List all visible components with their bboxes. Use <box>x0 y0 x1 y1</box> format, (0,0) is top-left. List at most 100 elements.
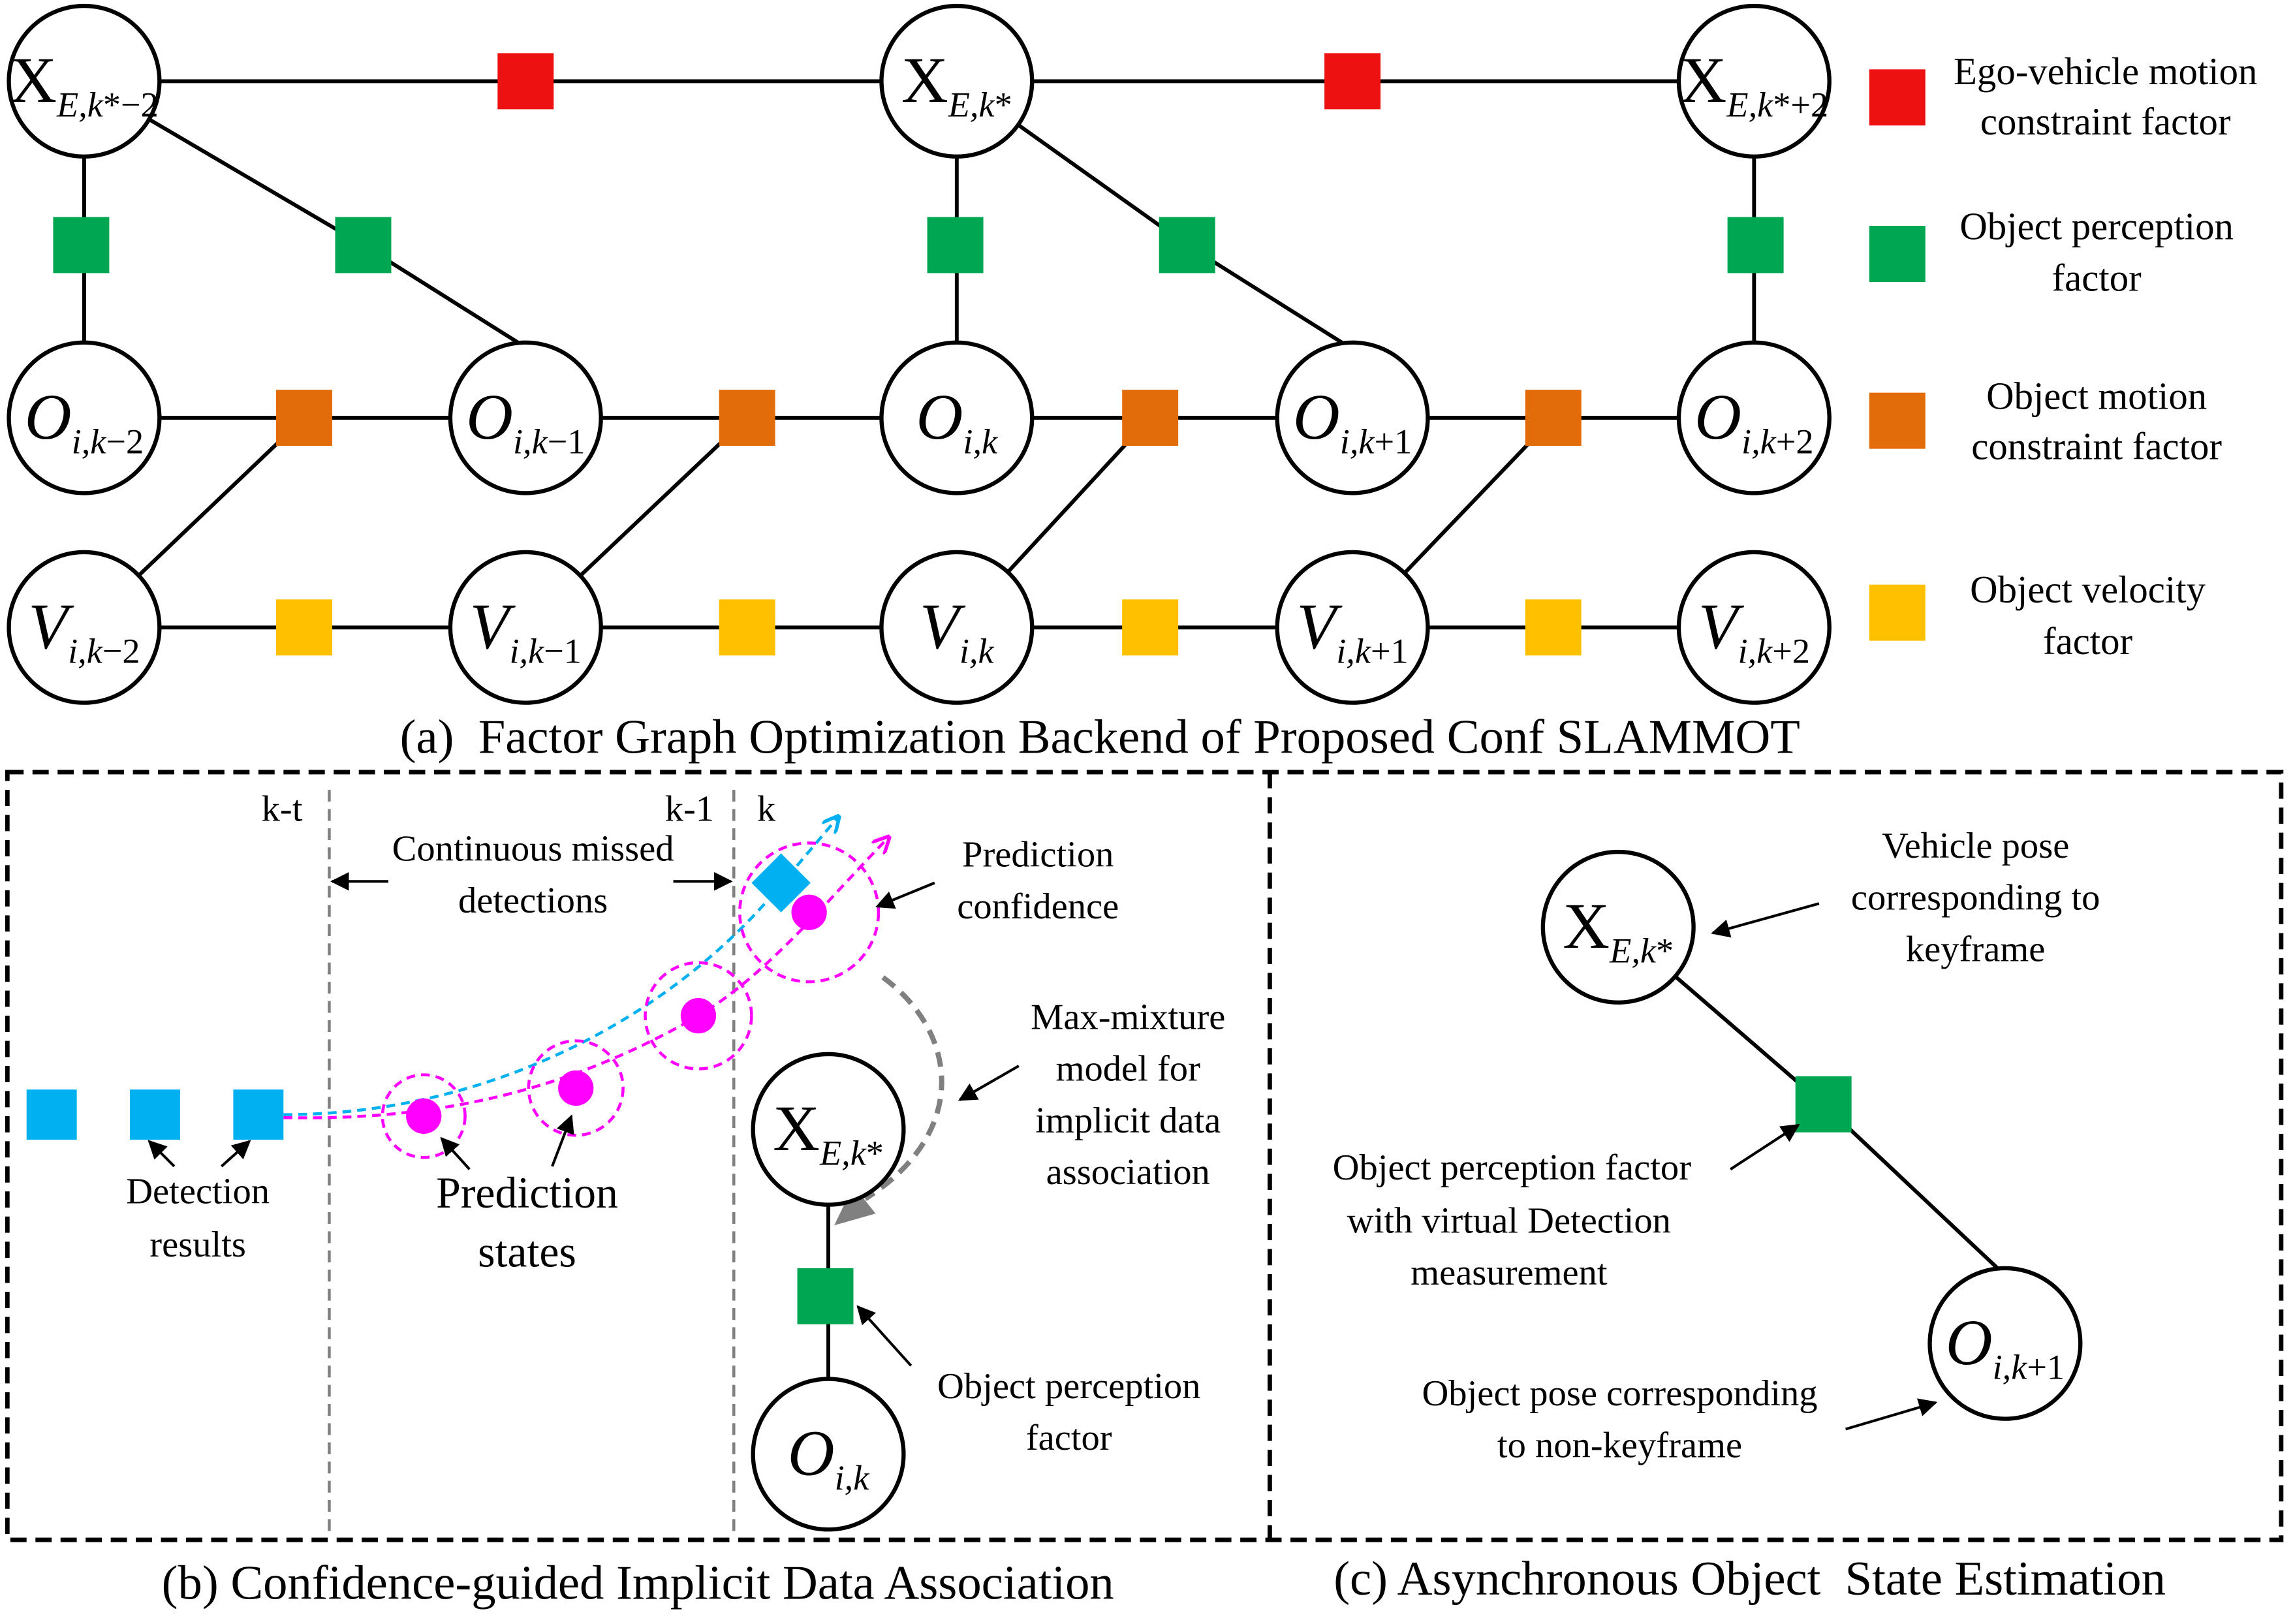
panel-b-caption: (b) Confidence-guided Implicit Data Asso… <box>162 1556 1114 1610</box>
object-pose-label: to non-keyframe <box>1497 1425 1742 1465</box>
max-mixture-label: implicit data <box>1035 1101 1221 1141</box>
max-mixture-label: association <box>1046 1152 1210 1193</box>
object-motion-factor <box>1122 390 1179 446</box>
time-label-k-t: k-t <box>262 789 303 830</box>
perception-factor <box>335 217 392 273</box>
node-label: Oi,k <box>916 381 999 461</box>
prediction-state <box>791 894 827 930</box>
prediction-state <box>680 997 717 1034</box>
legend-swatch <box>1869 392 1926 449</box>
node-circle <box>879 550 1035 705</box>
prediction-confidence-ring <box>381 1073 467 1159</box>
detection-diamond <box>751 853 811 913</box>
detection-trajectory <box>283 817 839 1116</box>
node-label: Vi,k+2 <box>1698 590 1810 671</box>
node-object-pose-kp1: Oi,k+1 <box>1275 340 1430 495</box>
legend-item-velocity: Object velocity factor <box>1869 569 2206 663</box>
panel-a-factors <box>53 53 1784 656</box>
node-ego-pose-keyframe: XE,k* <box>1540 849 1696 1005</box>
panel-a-caption: (a) Factor Graph Optimization Backend of… <box>400 710 1800 764</box>
node-circle <box>448 550 603 705</box>
object-motion-factor <box>276 390 332 446</box>
node-object-pose-k: Oi,k <box>751 1377 906 1532</box>
legend: Ego-vehicle motion constraint factor Obj… <box>1869 50 2257 663</box>
node-circle <box>1275 550 1430 705</box>
prediction-states-arrow <box>551 1114 574 1167</box>
legend-swatch <box>1869 584 1926 641</box>
prediction-confidence-ring <box>527 1039 625 1137</box>
legend-label: Ego-vehicle motion <box>1954 50 2257 93</box>
node-circle <box>751 1377 906 1532</box>
virtual-perception-factor-label: measurement <box>1411 1253 1608 1293</box>
panel-c-async-estimation: XE,k* Oi,k+1 Vehicle pose corresponding … <box>1333 826 2166 1606</box>
perception-factor <box>53 217 110 273</box>
panel-a-nodes: XE,k*−2 XE,k* XE,k*+2 Oi,k−2 Oi,k−1 Oi <box>7 3 1832 705</box>
object-pose-arrow <box>1845 1398 1938 1431</box>
node-object-velocity-km2: Vi,k−2 <box>7 550 162 705</box>
prediction-state <box>558 1070 594 1106</box>
velocity-factor <box>719 599 775 656</box>
prediction-confidence-ring <box>644 961 753 1070</box>
node-circle <box>7 550 162 705</box>
detection-arrow <box>148 1140 176 1168</box>
max-mixture-label: model for <box>1056 1049 1201 1089</box>
legend-label: Object motion <box>1986 375 2207 418</box>
velocity-factor <box>276 599 332 656</box>
virtual-perception-factor-arrow <box>1730 1123 1800 1171</box>
detection-result <box>26 1089 77 1140</box>
perception-factor <box>1727 217 1784 273</box>
legend-item-perception: Object perception factor <box>1869 205 2234 300</box>
prediction-confidence-label: confidence <box>957 886 1119 927</box>
node-label: XE,k*−2 <box>10 44 159 125</box>
prediction-states <box>381 841 881 1159</box>
node-ego-pose-km2: XE,k*−2 <box>7 3 162 159</box>
node-object-pose-k: Oi,k <box>879 340 1035 495</box>
virtual-perception-factor-label: with virtual Detection <box>1347 1201 1671 1241</box>
node-label: Vi,k−1 <box>470 590 582 671</box>
node-circle <box>1275 340 1430 495</box>
perception-factor-label: factor <box>1026 1418 1112 1458</box>
time-label-k: k <box>757 789 776 830</box>
ego-motion-factor <box>497 53 554 110</box>
node-circle <box>751 1052 906 1207</box>
max-mixture-guide-arrowhead <box>834 1185 876 1226</box>
time-label-k-1: k-1 <box>665 789 714 830</box>
perception-factor <box>1159 217 1215 273</box>
legend-swatch <box>1869 69 1926 126</box>
detection-arrow <box>220 1140 251 1168</box>
prediction-confidence-label: Prediction <box>962 835 1114 875</box>
node-object-velocity-k: Vi,k <box>879 550 1035 705</box>
node-label: XE,k*+2 <box>1680 44 1829 125</box>
node-circle <box>7 3 162 159</box>
panel-b-data-association: k-t k-1 k Continuous missed detections P… <box>26 789 1225 1610</box>
legend-label: constraint factor <box>1980 101 2231 143</box>
node-object-velocity-kp2: Vi,k+2 <box>1676 550 1832 705</box>
missed-detections-label: Continuous missed <box>392 829 674 869</box>
panel-a-factor-graph: XE,k*−2 XE,k* XE,k*+2 Oi,k−2 Oi,k−1 Oi <box>7 3 2257 764</box>
panel-c-caption: (c) Asynchronous Object State Estimation <box>1334 1552 2166 1606</box>
velocity-factor <box>1525 599 1582 656</box>
perception-factor <box>797 1268 854 1324</box>
node-circle <box>1676 340 1832 495</box>
legend-label: Object velocity <box>1970 569 2206 611</box>
prediction-states-label: Prediction <box>436 1168 618 1217</box>
node-label: Oi,k−2 <box>25 381 144 461</box>
node-label: XE,k* <box>1563 890 1674 971</box>
max-mixture-label: Max-mixture <box>1031 997 1225 1037</box>
object-motion-factor <box>719 390 775 446</box>
prediction-confidence-ring <box>738 841 881 984</box>
node-circle <box>1676 3 1832 159</box>
node-label: Oi,k+2 <box>1694 381 1813 461</box>
node-ego-pose-keyframe: XE,k* <box>751 1052 906 1207</box>
max-mixture-arrow <box>958 1065 1020 1101</box>
node-label: Vi,k <box>920 590 994 671</box>
node-object-pose-kp2: Oi,k+2 <box>1676 340 1832 495</box>
perception-factor-label: Object perception <box>937 1366 1200 1407</box>
node-object-pose-km2: Oi,k−2 <box>7 340 162 495</box>
detection-results-label: results <box>149 1225 246 1265</box>
node-circle <box>7 340 162 495</box>
node-label: Oi,k <box>788 1417 870 1498</box>
prediction-states-arrow <box>440 1136 471 1170</box>
node-label: Oi,k+1 <box>1293 381 1412 461</box>
